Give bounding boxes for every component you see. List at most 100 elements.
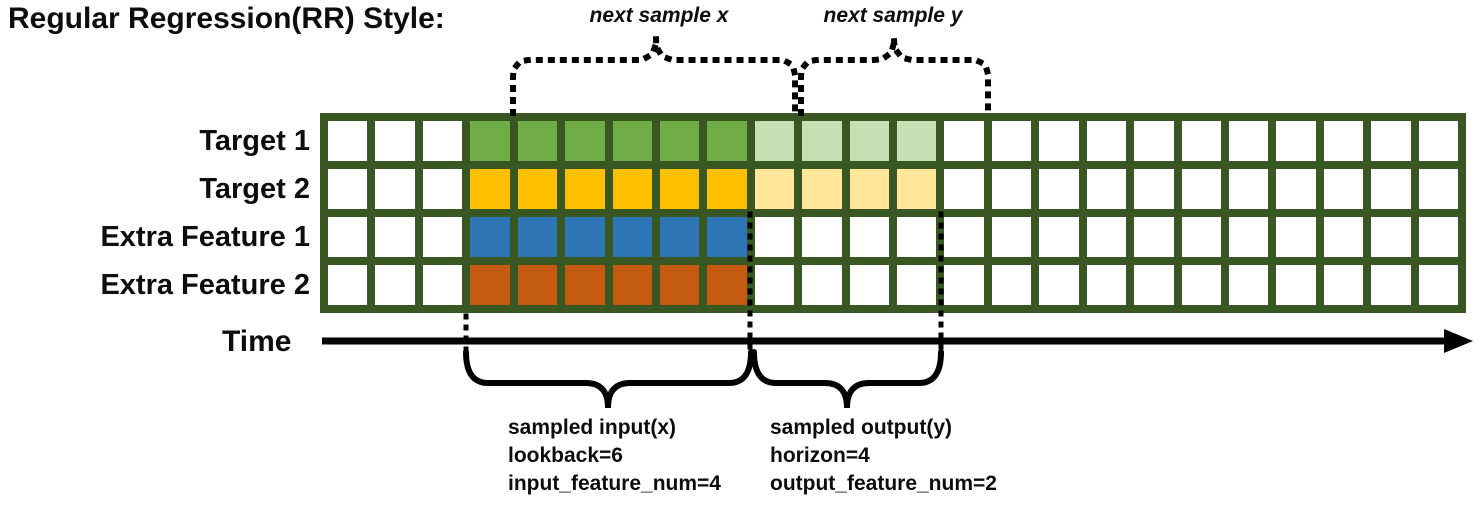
grid-cell (1371, 265, 1411, 305)
grid-cell (517, 217, 558, 257)
sample-grid (320, 113, 1466, 313)
grid-cell (328, 121, 368, 161)
grid-cell (897, 169, 937, 209)
grid-cell (328, 169, 368, 209)
grid-cell (470, 121, 510, 161)
grid-cell (1276, 121, 1316, 161)
grid-cell (470, 265, 510, 305)
grid-cell (707, 217, 747, 257)
grid-cell (1039, 217, 1079, 257)
time-axis-arrowhead (1444, 329, 1473, 353)
sampled-input-caption-line2: lookback=6 (508, 444, 623, 467)
grid-cell (897, 265, 937, 305)
grid-cell (1418, 265, 1458, 305)
grid-cell (849, 169, 889, 209)
grid-cell (1181, 265, 1221, 305)
grid-cell (659, 265, 700, 305)
sampled-output-brace (751, 349, 944, 409)
grid-cell (991, 121, 1032, 161)
grid-cell (1276, 169, 1316, 209)
grid-cell (1323, 121, 1364, 161)
grid-cell (1276, 265, 1316, 305)
grid-cell (517, 169, 558, 209)
grid-cell (849, 121, 889, 161)
grid-cell (897, 121, 937, 161)
grid-cell (328, 265, 368, 305)
sampled-output-caption-line3: output_feature_num=2 (770, 472, 997, 495)
grid-cell (1418, 217, 1458, 257)
grid-cell (1086, 265, 1127, 305)
grid-cell (375, 169, 415, 209)
grid-cell (897, 217, 937, 257)
grid-cell (1323, 217, 1364, 257)
grid-cell (754, 265, 795, 305)
grid-cell (565, 265, 605, 305)
row-label-extra-feature-2: Extra Feature 2 (100, 269, 310, 301)
grid-cell (1323, 169, 1364, 209)
grid-cell (1181, 121, 1221, 161)
grid-cell (754, 121, 795, 161)
row-label-extra-feature-1: Extra Feature 1 (100, 221, 310, 253)
grid-cell (1134, 265, 1174, 305)
next-sample-x-label: next sample x (589, 4, 729, 27)
grid-cell (944, 121, 984, 161)
grid-cell (1323, 265, 1364, 305)
grid-cell (1228, 121, 1269, 161)
grid-cell (612, 169, 652, 209)
grid-cell (1134, 121, 1174, 161)
grid-cell (707, 169, 747, 209)
row-label-target-2: Target 2 (199, 173, 310, 205)
grid-cell (1086, 121, 1127, 161)
time-axis-label: Time (222, 325, 292, 358)
grid-cell (991, 169, 1032, 209)
grid-cell (944, 217, 984, 257)
grid-cell (1039, 121, 1079, 161)
sampled-input-caption-line3: input_feature_num=4 (508, 472, 721, 495)
grid-cell (612, 121, 652, 161)
grid-cell (1418, 169, 1458, 209)
grid-cell (470, 217, 510, 257)
sampled-output-caption-line2: horizon=4 (770, 444, 870, 467)
grid-cell (422, 265, 463, 305)
grid-cell (422, 169, 463, 209)
grid-cell (1371, 121, 1411, 161)
sampled-output-caption: sampled output(y) horizon=4 output_featu… (770, 414, 1050, 498)
grid-cell (470, 169, 510, 209)
grid-cell (422, 217, 463, 257)
grid-cell (991, 217, 1032, 257)
grid-cell (328, 217, 368, 257)
grid-cell (1371, 217, 1411, 257)
grid-cell (1086, 217, 1127, 257)
grid-cell (802, 265, 842, 305)
grid-cell (422, 121, 463, 161)
grid-cell (659, 217, 700, 257)
grid-cell (1418, 121, 1458, 161)
diagram-title: Regular Regression(RR) Style: (8, 2, 445, 35)
next-sample-x-brace (510, 37, 798, 116)
grid-cell (944, 265, 984, 305)
grid-cell (754, 217, 795, 257)
grid-cell (1134, 217, 1174, 257)
grid-cell (707, 121, 747, 161)
grid-cell (802, 169, 842, 209)
grid-cell (565, 217, 605, 257)
grid-cell (849, 217, 889, 257)
grid-cell (1228, 217, 1269, 257)
grid-cell (1228, 265, 1269, 305)
grid-cell (802, 217, 842, 257)
grid-cell (1371, 169, 1411, 209)
grid-cell (802, 121, 842, 161)
sampled-input-caption: sampled input(x) lookback=6 input_featur… (508, 414, 788, 498)
grid-cell (612, 265, 652, 305)
grid-cell (991, 265, 1032, 305)
grid-cell (1181, 169, 1221, 209)
grid-cell (517, 265, 558, 305)
sampled-output-caption-line1: sampled output(y) (770, 416, 952, 439)
grid-cell (849, 265, 889, 305)
grid-cell (1181, 217, 1221, 257)
grid-cell (517, 121, 558, 161)
grid-cell (1086, 169, 1127, 209)
next-sample-y-brace (798, 37, 991, 116)
grid-cell (375, 265, 415, 305)
